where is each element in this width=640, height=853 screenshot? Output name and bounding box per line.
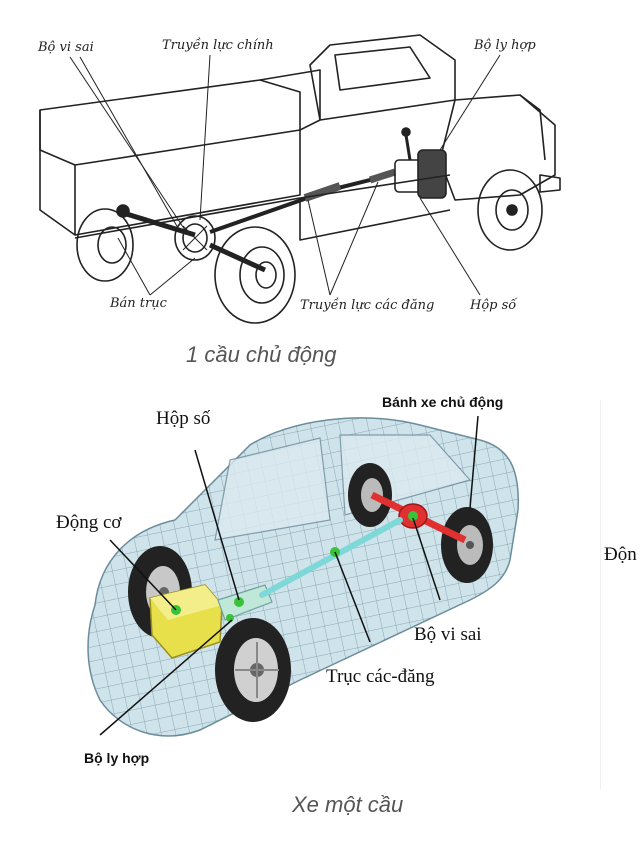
label-clutch: Bộ ly hợp bbox=[84, 750, 150, 766]
label-final-drive: Truyền lực chính bbox=[162, 38, 274, 53]
front-wheel bbox=[477, 169, 543, 251]
leader-engine bbox=[109, 539, 177, 611]
leader-cardan-shaft bbox=[334, 551, 371, 643]
label-differential: Bộ vi sai bbox=[414, 624, 482, 645]
truck-bed-side bbox=[74, 130, 301, 236]
label-gearbox: Hộp số bbox=[156, 408, 211, 429]
front-right-wheel bbox=[215, 618, 291, 722]
truck-diagram-panel: Bộ vi sai Truyền lực chính Bộ ly hợp Bán… bbox=[0, 0, 640, 380]
label-engine: Động cơ bbox=[56, 512, 122, 533]
adjacent-image-edge bbox=[600, 400, 601, 790]
label-cardan-shaft: Trục các-đăng bbox=[326, 666, 435, 687]
label-cut-off: Độn bbox=[604, 544, 637, 565]
label-gearbox: Hộp số bbox=[470, 298, 517, 313]
cardan-shaft bbox=[259, 517, 403, 598]
label-differential: Bộ vi sai bbox=[38, 40, 94, 55]
leader-drive-wheel bbox=[469, 415, 479, 509]
rear-left-wheel bbox=[348, 463, 392, 527]
leader-clutch bbox=[99, 619, 233, 736]
label-half-shaft: Bán trục bbox=[110, 296, 167, 311]
truck-bed-side-rear bbox=[39, 110, 76, 236]
rear-wheel bbox=[214, 226, 296, 324]
caption-top: 1 cầu chủ động bbox=[186, 342, 337, 367]
gearbox bbox=[217, 584, 273, 621]
label-drive-wheel: Bánh xe chủ động bbox=[382, 394, 504, 410]
label-cardan-shafts: Truyền lực các đăng bbox=[300, 298, 435, 313]
car-wireframe bbox=[87, 415, 519, 737]
label-clutch: Bộ ly hợp bbox=[474, 38, 536, 53]
truck-windshield bbox=[334, 46, 431, 91]
leader-differential bbox=[412, 517, 441, 601]
gearbox-marker bbox=[234, 597, 244, 607]
rear-right-wheel bbox=[441, 507, 493, 583]
rear-wheel-far bbox=[76, 208, 134, 282]
leader-gearbox bbox=[194, 449, 240, 601]
truck-bumper bbox=[539, 174, 561, 193]
car-diagram-panel: Hộp số Bánh xe chủ động Động cơ Bộ vi sa… bbox=[0, 380, 640, 853]
truck-cab bbox=[309, 34, 456, 121]
truck-bed-top bbox=[39, 79, 301, 166]
caption-bottom: Xe một cầu bbox=[292, 792, 404, 817]
truck-hood bbox=[439, 94, 556, 201]
truck-drawing bbox=[39, 34, 561, 324]
car-windshield bbox=[214, 437, 331, 541]
